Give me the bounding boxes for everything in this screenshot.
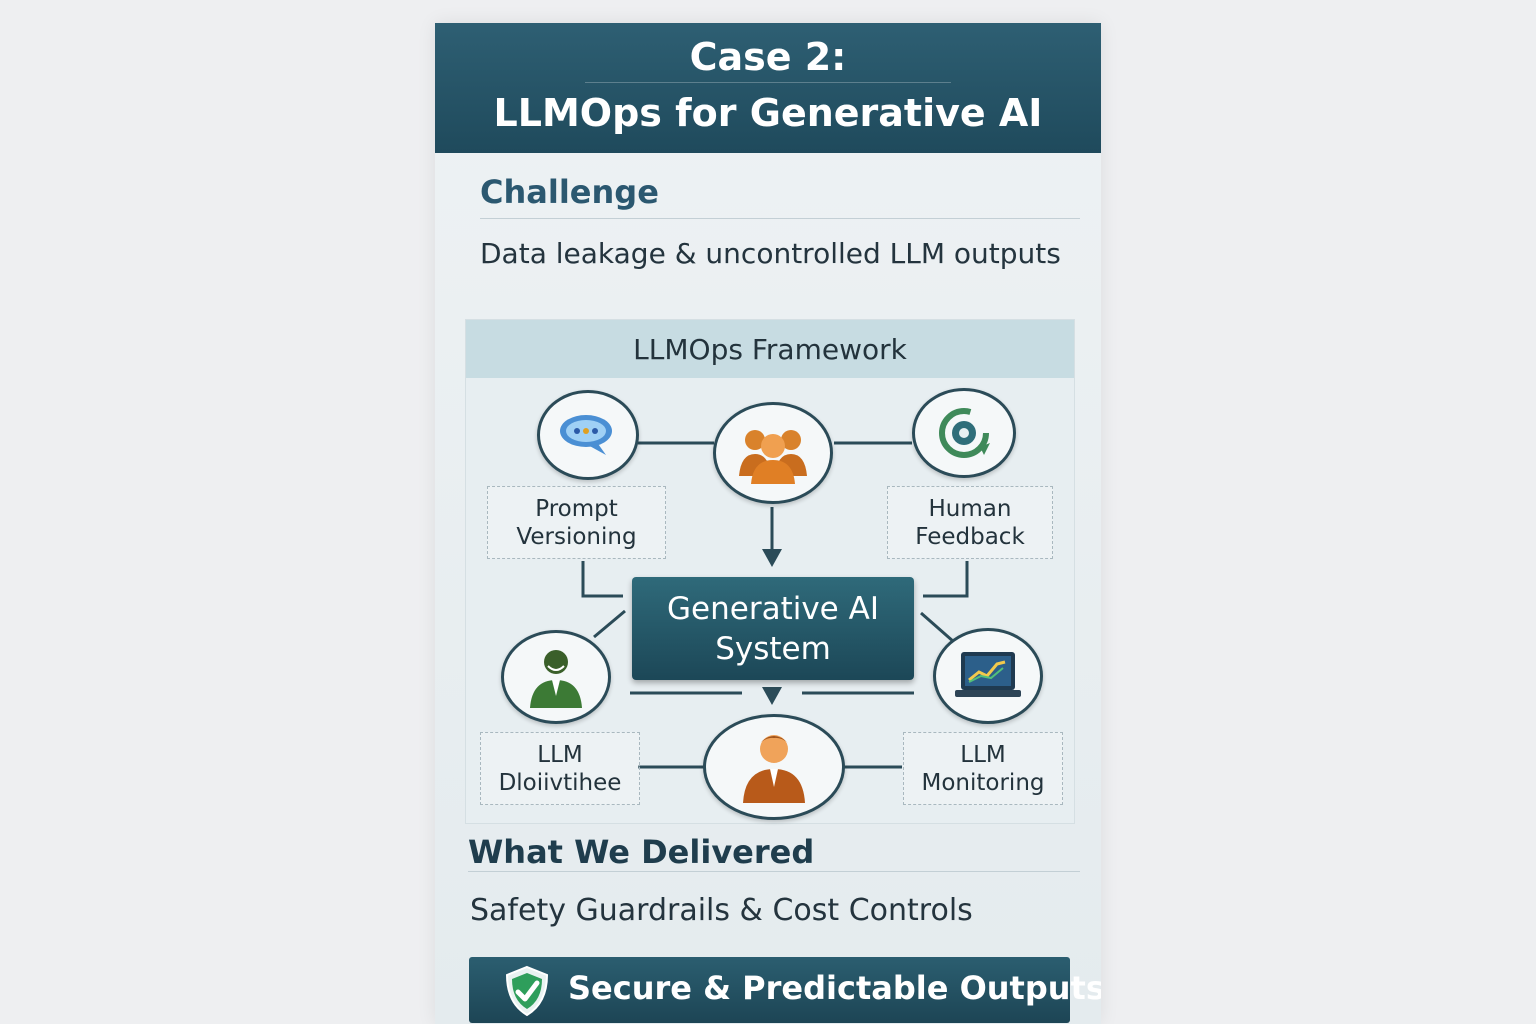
chat-bubble-icon — [560, 415, 612, 455]
header-divider — [585, 82, 951, 83]
feedback-circle — [912, 388, 1016, 478]
generative-ai-system-box: Generative AI System — [632, 577, 914, 680]
laptop-chart-icon — [955, 652, 1021, 697]
challenge-heading: Challenge — [480, 173, 659, 211]
framework-diagram: LLMOps Framework — [465, 319, 1075, 824]
llm-right-line1: LLM — [960, 741, 1006, 768]
framework-title: LLMOps Framework — [466, 320, 1074, 378]
prompt-label-line1: Prompt — [535, 495, 618, 522]
llm-monitoring-label: LLM Monitoring — [903, 732, 1063, 805]
prompt-label-line2: Versioning — [516, 523, 637, 550]
human-label-line2: Feedback — [915, 523, 1025, 550]
case-title: LLMOps for Generative AI — [493, 91, 1043, 135]
delivered-heading: What We Delivered — [468, 833, 815, 871]
businessman-icon — [743, 735, 805, 803]
human-label-line1: Human — [928, 495, 1012, 522]
refresh-target-icon — [939, 408, 990, 458]
case-number: Case 2: — [689, 35, 847, 79]
monitoring-circle — [933, 628, 1043, 724]
team-icon — [739, 430, 807, 484]
person-circle — [501, 630, 611, 724]
challenge-divider — [480, 218, 1080, 219]
llm-left-line1: LLM — [537, 741, 583, 768]
delivered-text: Safety Guardrails & Cost Controls — [470, 893, 973, 928]
llm-right-line2: Monitoring — [921, 769, 1045, 796]
center-line1: Generative AI — [667, 590, 879, 627]
person-icon — [530, 650, 582, 708]
llm-left-label: LLM Dloiivtihee — [480, 732, 640, 805]
shield-check-icon — [505, 965, 549, 1017]
challenge-text: Data leakage & uncontrolled LLM outputs — [480, 237, 1061, 270]
outcome-banner: Secure & Predictable Outputs — [469, 957, 1101, 1023]
team-circle — [713, 402, 833, 504]
human-feedback-label: Human Feedback — [887, 486, 1053, 559]
prompt-circle — [537, 390, 639, 480]
delivered-divider — [468, 871, 1080, 872]
prompt-versioning-label: Prompt Versioning — [487, 486, 666, 559]
case-card: Case 2: LLMOps for Generative AI Challen… — [435, 23, 1101, 1024]
businessman-circle — [703, 714, 845, 820]
center-line2: System — [715, 630, 831, 667]
llm-left-line2: Dloiivtihee — [498, 769, 622, 796]
banner-text: Secure & Predictable Outputs — [568, 969, 1101, 1007]
connector-lines — [581, 441, 969, 769]
card-header: Case 2: LLMOps for Generative AI — [435, 23, 1101, 153]
